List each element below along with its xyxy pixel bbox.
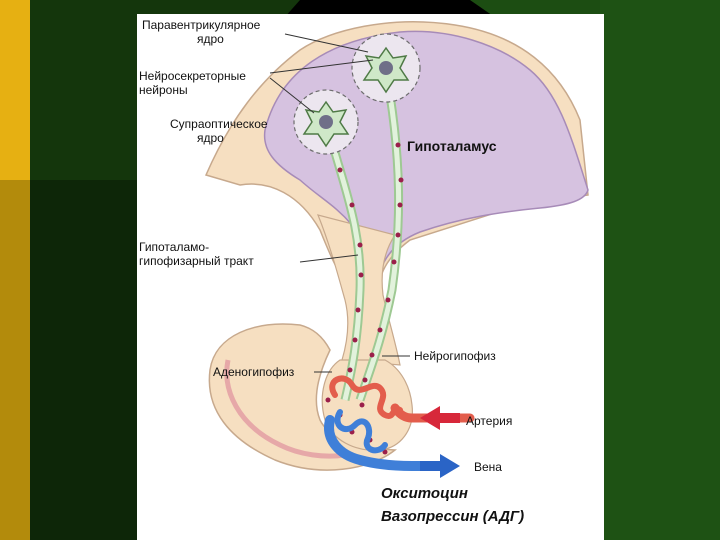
adenohypophysis-label: Аденогипофиз bbox=[213, 365, 294, 379]
accent-bar-top bbox=[0, 0, 30, 180]
supraoptic-label: Супраоптическое ядро bbox=[170, 117, 268, 145]
artery-arrow bbox=[420, 406, 460, 430]
paraventricular-label: Паравентрикулярное ядро bbox=[142, 18, 260, 46]
neurosecretory-label-line2: нейроны bbox=[139, 83, 246, 97]
paraventricular-label-line1: Паравентрикулярное bbox=[142, 18, 260, 32]
accent-bar-bottom bbox=[0, 180, 30, 540]
neurosecretory-label: Нейросекреторные нейроны bbox=[139, 69, 246, 97]
supraoptic-label-line2: ядро bbox=[170, 131, 268, 145]
vein-label: Вена bbox=[474, 460, 502, 474]
caption-vasopressin: Вазопрессин (АДГ) bbox=[381, 508, 524, 525]
supraoptic-label-line1: Супраоптическое bbox=[170, 117, 268, 131]
paraventricular-label-line2: ядро bbox=[142, 32, 260, 46]
neurohypophysis-label: Нейрогипофиз bbox=[414, 349, 496, 363]
tract-label-line2: гипофизарный тракт bbox=[139, 254, 254, 268]
hypothalamus-label: Гипоталамус bbox=[407, 139, 497, 153]
vein-arrow bbox=[420, 454, 460, 478]
caption-oxytocin: Окситоцин bbox=[381, 485, 468, 502]
neurosecretory-label-line1: Нейросекреторные bbox=[139, 69, 246, 83]
artery-label: Артерия bbox=[466, 414, 512, 428]
tract-label-line1: Гипоталамо- bbox=[139, 240, 254, 254]
diagram-panel: Паравентрикулярное ядро Нейросекреторные… bbox=[137, 14, 604, 540]
tract-label: Гипоталамо- гипофизарный тракт bbox=[139, 240, 254, 268]
